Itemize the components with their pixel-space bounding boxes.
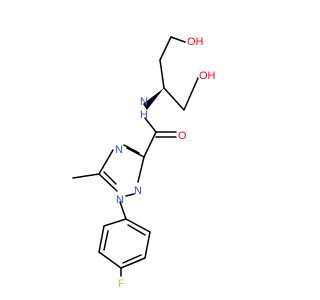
ring-inner-2: [122, 254, 142, 264]
atom-n-amide: N: [140, 96, 148, 108]
ring-bond-2: [98, 225, 105, 253]
wedge-bond-chiral-n: [143, 88, 164, 110]
ring-bond-1: [103, 218, 127, 227]
bond-c5-n1-double: [103, 171, 117, 185]
bond-c3-n4: [126, 147, 145, 158]
atom-oh-top: OH: [187, 36, 204, 48]
bond-n2-n1: [125, 193, 135, 197]
atom-oh-right: OH: [199, 70, 216, 82]
bond-chiral-ch2oh: [163, 87, 185, 111]
atom-n4-ring: N: [115, 144, 123, 156]
atom-f: F: [118, 278, 125, 290]
bond-c3-n4-double: [123, 144, 140, 154]
ring-bond-5: [144, 231, 151, 259]
bond-n-carbonyl: [144, 117, 157, 133]
atom-o-carbonyl: O: [178, 130, 187, 142]
bond-oh1-ch2: [170, 36, 186, 43]
ring-bond-3: [98, 251, 122, 269]
ring-inner-1: [103, 230, 109, 251]
bond-c5-methyl: [72, 173, 100, 179]
bond-ch2-chiral: [159, 59, 165, 89]
ring-bond-6: [125, 218, 151, 233]
bond-c3-n2: [137, 156, 145, 183]
atom-n2-ring: N: [134, 185, 142, 197]
bond-ch2-oh2: [183, 77, 199, 111]
bond-c5-n1: [98, 173, 118, 192]
bond-n4-c5: [98, 149, 114, 175]
bonds: [72, 36, 199, 277]
bond-n1-ipso: [119, 201, 127, 220]
bond-ch2-ch2: [159, 36, 172, 61]
atom-n1-ring: N: [116, 194, 124, 206]
atom-h-amide: H: [140, 109, 148, 121]
bond-carbonyl-c3: [143, 131, 157, 158]
ring-inner-3: [127, 224, 146, 236]
atom-labels: OH OH N H O N N N F: [115, 36, 216, 290]
molecule-structure: OH OH N H O N N N F: [72, 36, 216, 290]
ring-bond-4: [120, 257, 146, 269]
